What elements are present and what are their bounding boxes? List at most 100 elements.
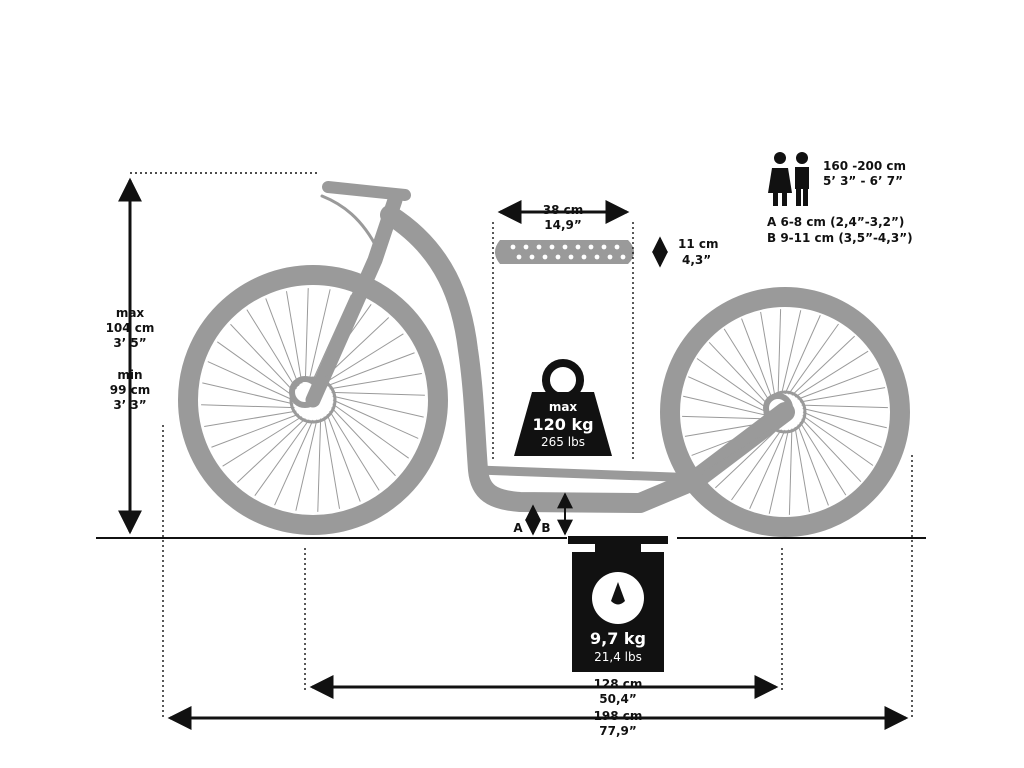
deck-hole (614, 244, 620, 250)
height-max-cm: 104 cm (105, 321, 155, 335)
wheel-spoke (326, 413, 361, 502)
clearance-a-label: A (513, 521, 523, 535)
wheel-spoke (794, 350, 869, 398)
rider-height-ft: 5’ 3” - 6’ 7” (823, 174, 903, 188)
wheel-spoke (201, 404, 295, 409)
wheel-spoke (794, 426, 810, 513)
weight-kg: 9,7 kg (589, 629, 646, 648)
wheel-spoke (332, 399, 419, 439)
wheel-spoke (708, 342, 769, 406)
wheel-spoke (799, 387, 886, 403)
weight-lbs: 21,4 lbs (594, 650, 642, 664)
length-in: 77,9” (599, 724, 637, 738)
wheel-spoke (696, 358, 768, 409)
wheel-spoke (788, 428, 793, 515)
wheel-spoke (222, 416, 303, 467)
wheel-spoke (749, 429, 786, 509)
wheel-spoke (254, 419, 310, 496)
wheel-spoke (797, 424, 829, 506)
front-wheel-spokes (201, 288, 425, 512)
deck-hole (581, 254, 587, 260)
deck-hole (549, 244, 555, 250)
wheel-spoke (688, 376, 768, 413)
height-min-cm: 99 cm (109, 383, 151, 397)
wheel-spoke (202, 382, 294, 405)
wheel-spoke (801, 418, 862, 482)
deck-hole (542, 254, 548, 260)
wheel-spoke (741, 318, 773, 400)
wheel-spoke (308, 289, 331, 381)
deck-hole (588, 244, 594, 250)
wheel-spoke (326, 352, 415, 387)
wheel-spoke (797, 368, 879, 400)
dimension-arrows (118, 177, 909, 730)
length-cm: 198 cm (593, 709, 643, 723)
wheel-spoke (323, 416, 341, 509)
wheel-spoke (217, 341, 294, 397)
wheel-spoke (331, 407, 396, 477)
wheel-spoke (801, 404, 888, 409)
wheel-spoke (274, 419, 314, 506)
wheel-spoke (331, 391, 425, 396)
wheel-spoke (304, 288, 309, 382)
clearance-a-range: A 6-8 cm (2,4”-3,2”) (767, 215, 905, 229)
wheel-spoke (246, 309, 297, 390)
wheel-spoke (781, 310, 802, 395)
deck-width-cm: 11 cm (678, 237, 719, 251)
deck-hole (510, 244, 516, 250)
wheel-spoke (760, 311, 776, 398)
height-max-label: max (115, 306, 145, 320)
max-load-weight-icon (514, 359, 612, 456)
deck-hole (536, 244, 542, 250)
wheel-spoke (317, 418, 322, 512)
wheel-spoke (316, 304, 372, 381)
rear-wheel-spokes (682, 309, 888, 515)
deck-hole (594, 254, 600, 260)
deck-hole (620, 254, 626, 260)
wheel-spoke (684, 421, 771, 437)
scale-icon (568, 536, 668, 672)
wheel-spoke (211, 413, 300, 448)
wheel-spoke (230, 323, 295, 393)
wheelbase-in: 50,4” (599, 692, 637, 706)
wheel-spoke (784, 315, 821, 395)
wheel-spoke (312, 294, 352, 381)
deck-hole (516, 254, 522, 260)
wheel-spoke (715, 428, 779, 489)
deck-hole (575, 244, 581, 250)
deck-length-in: 14,9” (544, 218, 582, 232)
rider-height-cm: 160 -200 cm (823, 159, 907, 173)
guide-lines (130, 172, 913, 720)
wheel-spoke (768, 429, 789, 514)
wheel-spoke (799, 421, 847, 496)
wheel-spoke (802, 411, 882, 448)
wheel-spoke (682, 415, 769, 420)
height-min-label: min (117, 368, 143, 382)
wheel-spoke (329, 372, 422, 390)
wheel-spoke (207, 361, 294, 401)
wheelbase-cm: 128 cm (593, 677, 643, 691)
max-load-label: max (548, 400, 578, 414)
wheel-spoke (236, 418, 306, 483)
deck-hole (529, 254, 535, 260)
front-wheel (178, 265, 448, 535)
deck-hole (555, 254, 561, 260)
wheel-spoke (295, 419, 318, 511)
wheel-spoke (332, 403, 409, 459)
wheel-spoke (731, 429, 782, 501)
deck-board (495, 240, 634, 264)
deck-width-in: 4,3” (682, 253, 712, 267)
height-min-in: 3’ 3” (113, 398, 147, 412)
height-max-in: 3’ 5” (113, 336, 147, 350)
wheel-spoke (802, 415, 874, 466)
wheel-spoke (723, 328, 771, 403)
wheel-spoke (332, 395, 424, 418)
wheel-spoke (802, 408, 887, 429)
wheel-spoke (204, 410, 297, 428)
wheel-spoke (691, 424, 773, 456)
wheel-spoke (788, 323, 839, 395)
wheel-spoke (777, 309, 782, 396)
clearance-b-range: B 9-11 cm (3,5”-4,3”) (767, 231, 913, 245)
deck-length-cm: 38 cm (542, 203, 584, 217)
